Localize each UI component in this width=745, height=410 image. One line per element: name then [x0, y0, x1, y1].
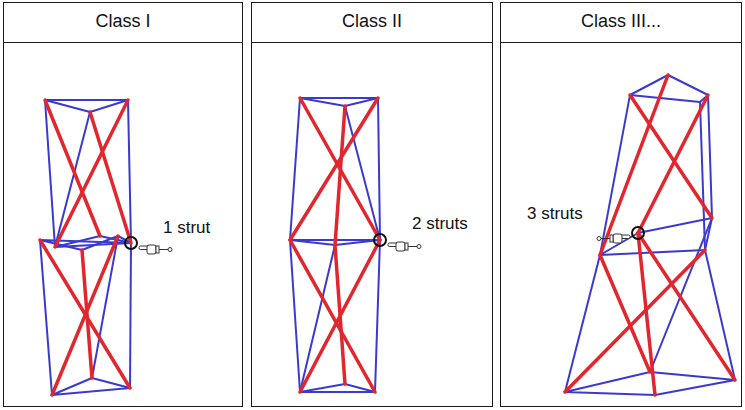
hand-palm	[396, 242, 405, 251]
strut-count-label: 2 struts	[412, 214, 468, 234]
strut	[335, 106, 345, 245]
cable	[130, 243, 131, 388]
pointing-hand	[597, 234, 630, 243]
cable	[128, 100, 131, 243]
strut	[90, 112, 131, 243]
cable	[630, 75, 708, 102]
cable	[300, 384, 375, 392]
class-one-tower	[40, 100, 172, 395]
cable	[92, 236, 118, 378]
cable	[52, 378, 130, 395]
joint-marker	[632, 227, 644, 239]
class-heading: Class II	[252, 3, 492, 43]
cable	[565, 255, 600, 392]
strut-count-label: 1 strut	[163, 218, 210, 238]
hand-tail	[601, 238, 610, 239]
cable	[705, 250, 735, 380]
joint-marker	[125, 237, 137, 249]
hand-cuff	[610, 235, 613, 242]
class-panel: Class I	[3, 2, 243, 407]
strut	[82, 250, 92, 378]
hand-knob	[597, 237, 601, 241]
strut	[300, 240, 380, 392]
cable	[565, 372, 735, 395]
hand-tail	[159, 249, 168, 250]
class-heading: Class I	[4, 3, 242, 43]
cable	[600, 218, 712, 255]
hand-palm	[147, 245, 156, 254]
hand-knob	[417, 245, 421, 249]
joint-marker	[374, 234, 386, 246]
class-three-tower	[565, 75, 735, 395]
strut	[335, 245, 345, 384]
strut	[290, 240, 375, 392]
class-panel: Class II	[251, 2, 493, 407]
strut	[290, 98, 378, 240]
hand-knob	[168, 248, 172, 252]
cable	[45, 100, 128, 112]
cable	[300, 98, 378, 106]
class-two-tower	[290, 98, 421, 392]
cable	[600, 95, 630, 255]
strut	[52, 236, 118, 395]
strut-count-label: 3 struts	[527, 204, 583, 224]
cable	[700, 102, 705, 250]
strut	[600, 75, 668, 255]
hand-cuff	[405, 243, 408, 250]
cable	[708, 95, 712, 218]
strut	[565, 250, 705, 392]
cable	[55, 112, 90, 247]
strut	[638, 95, 708, 233]
hand-tail	[408, 246, 417, 247]
hand-palm	[613, 234, 622, 243]
hand-cuff	[156, 246, 159, 253]
pointing-hand	[139, 245, 172, 254]
strut	[600, 255, 650, 372]
cable	[40, 240, 52, 395]
pointing-hand	[388, 242, 421, 251]
class-heading: Class III...	[501, 3, 741, 43]
